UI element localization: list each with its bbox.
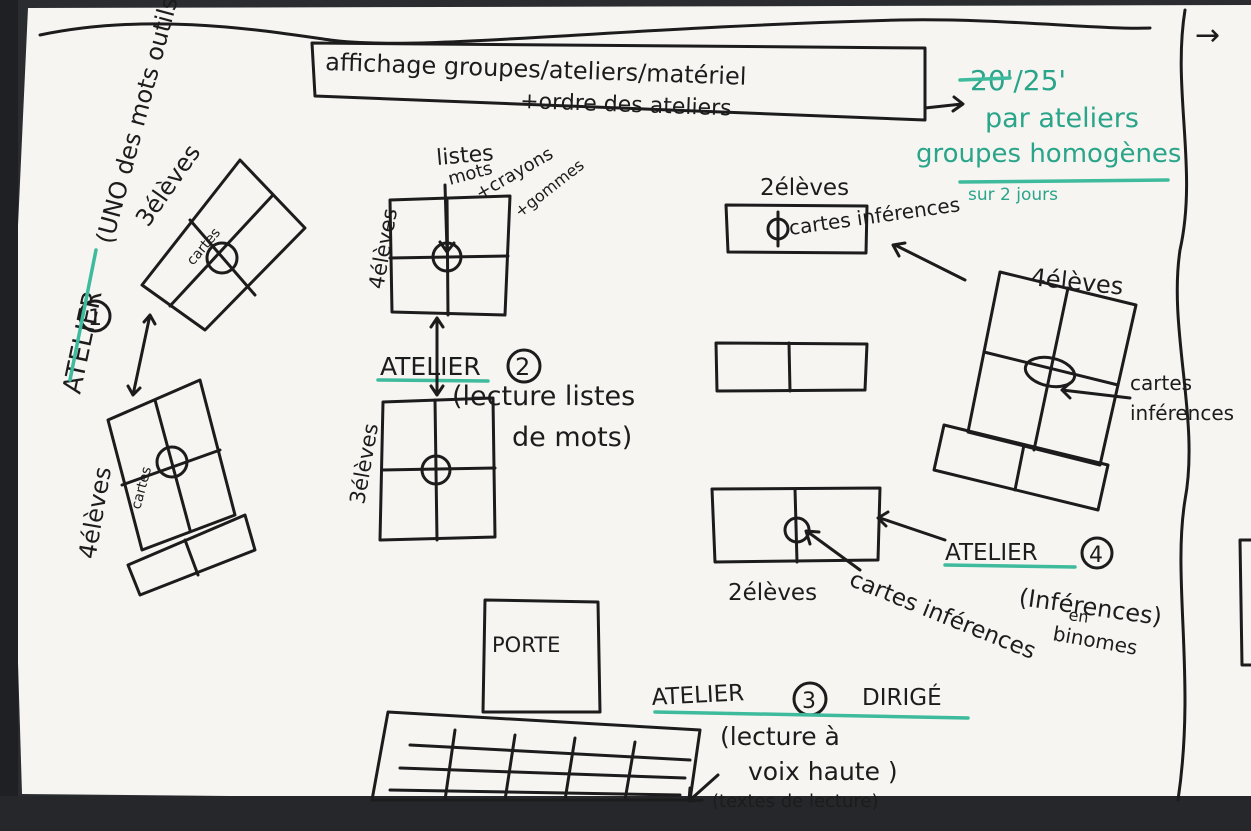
side-note-groups: groupes homogènes [916, 139, 1181, 169]
door-label: PORTE [492, 633, 560, 657]
atelier-1-number: 1 [88, 306, 102, 331]
atelier-2-double-arrow [429, 316, 445, 397]
atelier-3-underline [653, 710, 970, 720]
atelier-4-arrow-top [891, 241, 967, 282]
side-note-per: par ateliers [985, 103, 1139, 134]
atelier-4-arrow-cards [804, 529, 862, 572]
right-divider-line [1175, 8, 1191, 802]
atelier-4-table-top [724, 203, 869, 255]
table-edge-bottom [0, 796, 1251, 831]
atelier-3-title: ATELIER [651, 680, 745, 711]
top-border-line [38, 18, 1152, 45]
table-edge-left [0, 0, 18, 831]
atelier-2-underline [376, 378, 490, 383]
header-arrow [923, 95, 965, 113]
atelier-4-table-right [932, 270, 1138, 512]
atelier-4-arrow-right [1060, 381, 1132, 400]
atelier-1-underline [68, 248, 98, 382]
atelier-4-desc-2: en [1067, 605, 1089, 627]
atelier-3-desc-3: (textes de lecture) [712, 791, 878, 812]
door-box: PORTE [481, 598, 602, 714]
paper-sheet [10, 5, 1251, 806]
atelier-4-number-circle [1080, 536, 1114, 570]
atelier-4-students-bottom: 2élèves [728, 580, 817, 606]
atelier-4-cards-right-2: inférences [1130, 401, 1234, 425]
atelier-4-students-top: 2élèves [760, 175, 849, 201]
atelier-1-number-circle [78, 299, 112, 333]
atelier-4-table-bottom [710, 486, 882, 564]
atelier-4-number: 4 [1089, 543, 1103, 568]
atelier-2-desc-2: de mots) [512, 422, 632, 453]
atelier-1-link-arrow [126, 313, 157, 397]
atelier-2-table-bottom [378, 396, 497, 542]
atelier-3-number: 3 [802, 689, 816, 714]
edge-arrow-text: → [1195, 18, 1220, 53]
atelier-2-number: 2 [515, 353, 530, 381]
atelier-4-title: ATELIER [945, 540, 1038, 566]
atelier-2-title: ATELIER [380, 352, 481, 381]
atelier-2-materials-1: listes [435, 141, 494, 171]
atelier-2-table-top [388, 194, 512, 317]
atelier-2-number-circle [506, 348, 542, 384]
atelier-4-arrow-bottom [876, 510, 947, 542]
atelier-4-cards-right-1: cartes [1130, 371, 1192, 395]
atelier-3-desc-2: voix haute ) [748, 757, 898, 786]
side-note-underline-1 [958, 76, 1012, 82]
side-note: 20'/25' par ateliers groupes homogènes s… [916, 64, 1181, 205]
side-note-days: sur 2 jours [968, 185, 1058, 205]
right-edge-partial-box [1238, 538, 1251, 667]
side-note-underline-2 [958, 178, 1170, 184]
atelier-2-desc-1: (lecture listes [452, 381, 635, 412]
atelier-3-arrow [687, 773, 720, 803]
atelier-3-desc-1: (lecture à [720, 722, 840, 751]
atelier-4-underline [943, 563, 1077, 569]
atelier-3-group: ATELIER 3 DIRIGÉ (lecture à voix haute )… [651, 680, 942, 812]
empty-table-middle [714, 341, 869, 393]
atelier-3-qualifier: DIRIGÉ [862, 683, 942, 711]
